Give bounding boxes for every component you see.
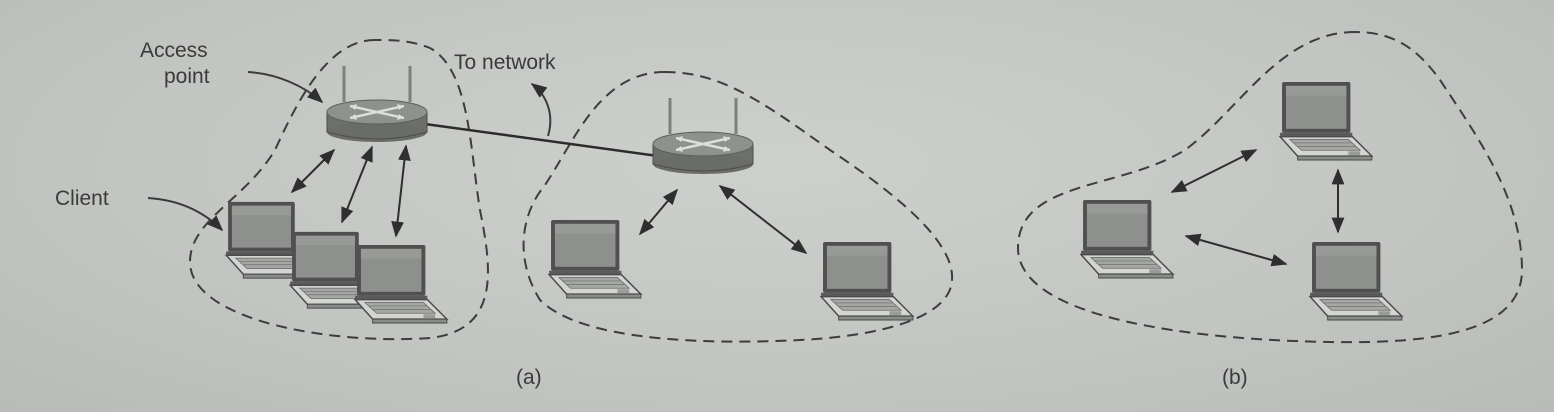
coverage-cell-b (1016, 30, 1524, 344)
client-pointer (147, 197, 224, 232)
to-network-label: To network (454, 51, 556, 74)
access-point-label-line1: Access (140, 39, 208, 62)
access-point-pointer (247, 71, 324, 104)
access-point-router-icon (325, 64, 429, 144)
to-network-pointer (530, 83, 552, 137)
link-arrow (1184, 233, 1288, 267)
laptop-icon (1309, 241, 1403, 321)
laptop-icon (1080, 199, 1174, 279)
link-arrow (290, 148, 336, 194)
link-arrow (718, 185, 808, 254)
caption-b: (b) (1222, 366, 1248, 389)
access-point-label-line2: point (164, 65, 210, 88)
link-arrow (391, 144, 411, 238)
access-point-router-icon (651, 96, 755, 176)
coverage-cell-a-right (522, 70, 954, 343)
laptop-icon (548, 219, 642, 299)
client-label: Client (55, 187, 109, 210)
link-arrow (341, 145, 373, 224)
laptop-icon (354, 244, 448, 324)
laptop-icon (1279, 81, 1373, 161)
laptop-icon (820, 241, 914, 321)
link-arrow (1170, 149, 1258, 193)
link-arrow (638, 188, 679, 236)
caption-a: (a) (516, 366, 542, 389)
backbone-wire (424, 122, 659, 158)
